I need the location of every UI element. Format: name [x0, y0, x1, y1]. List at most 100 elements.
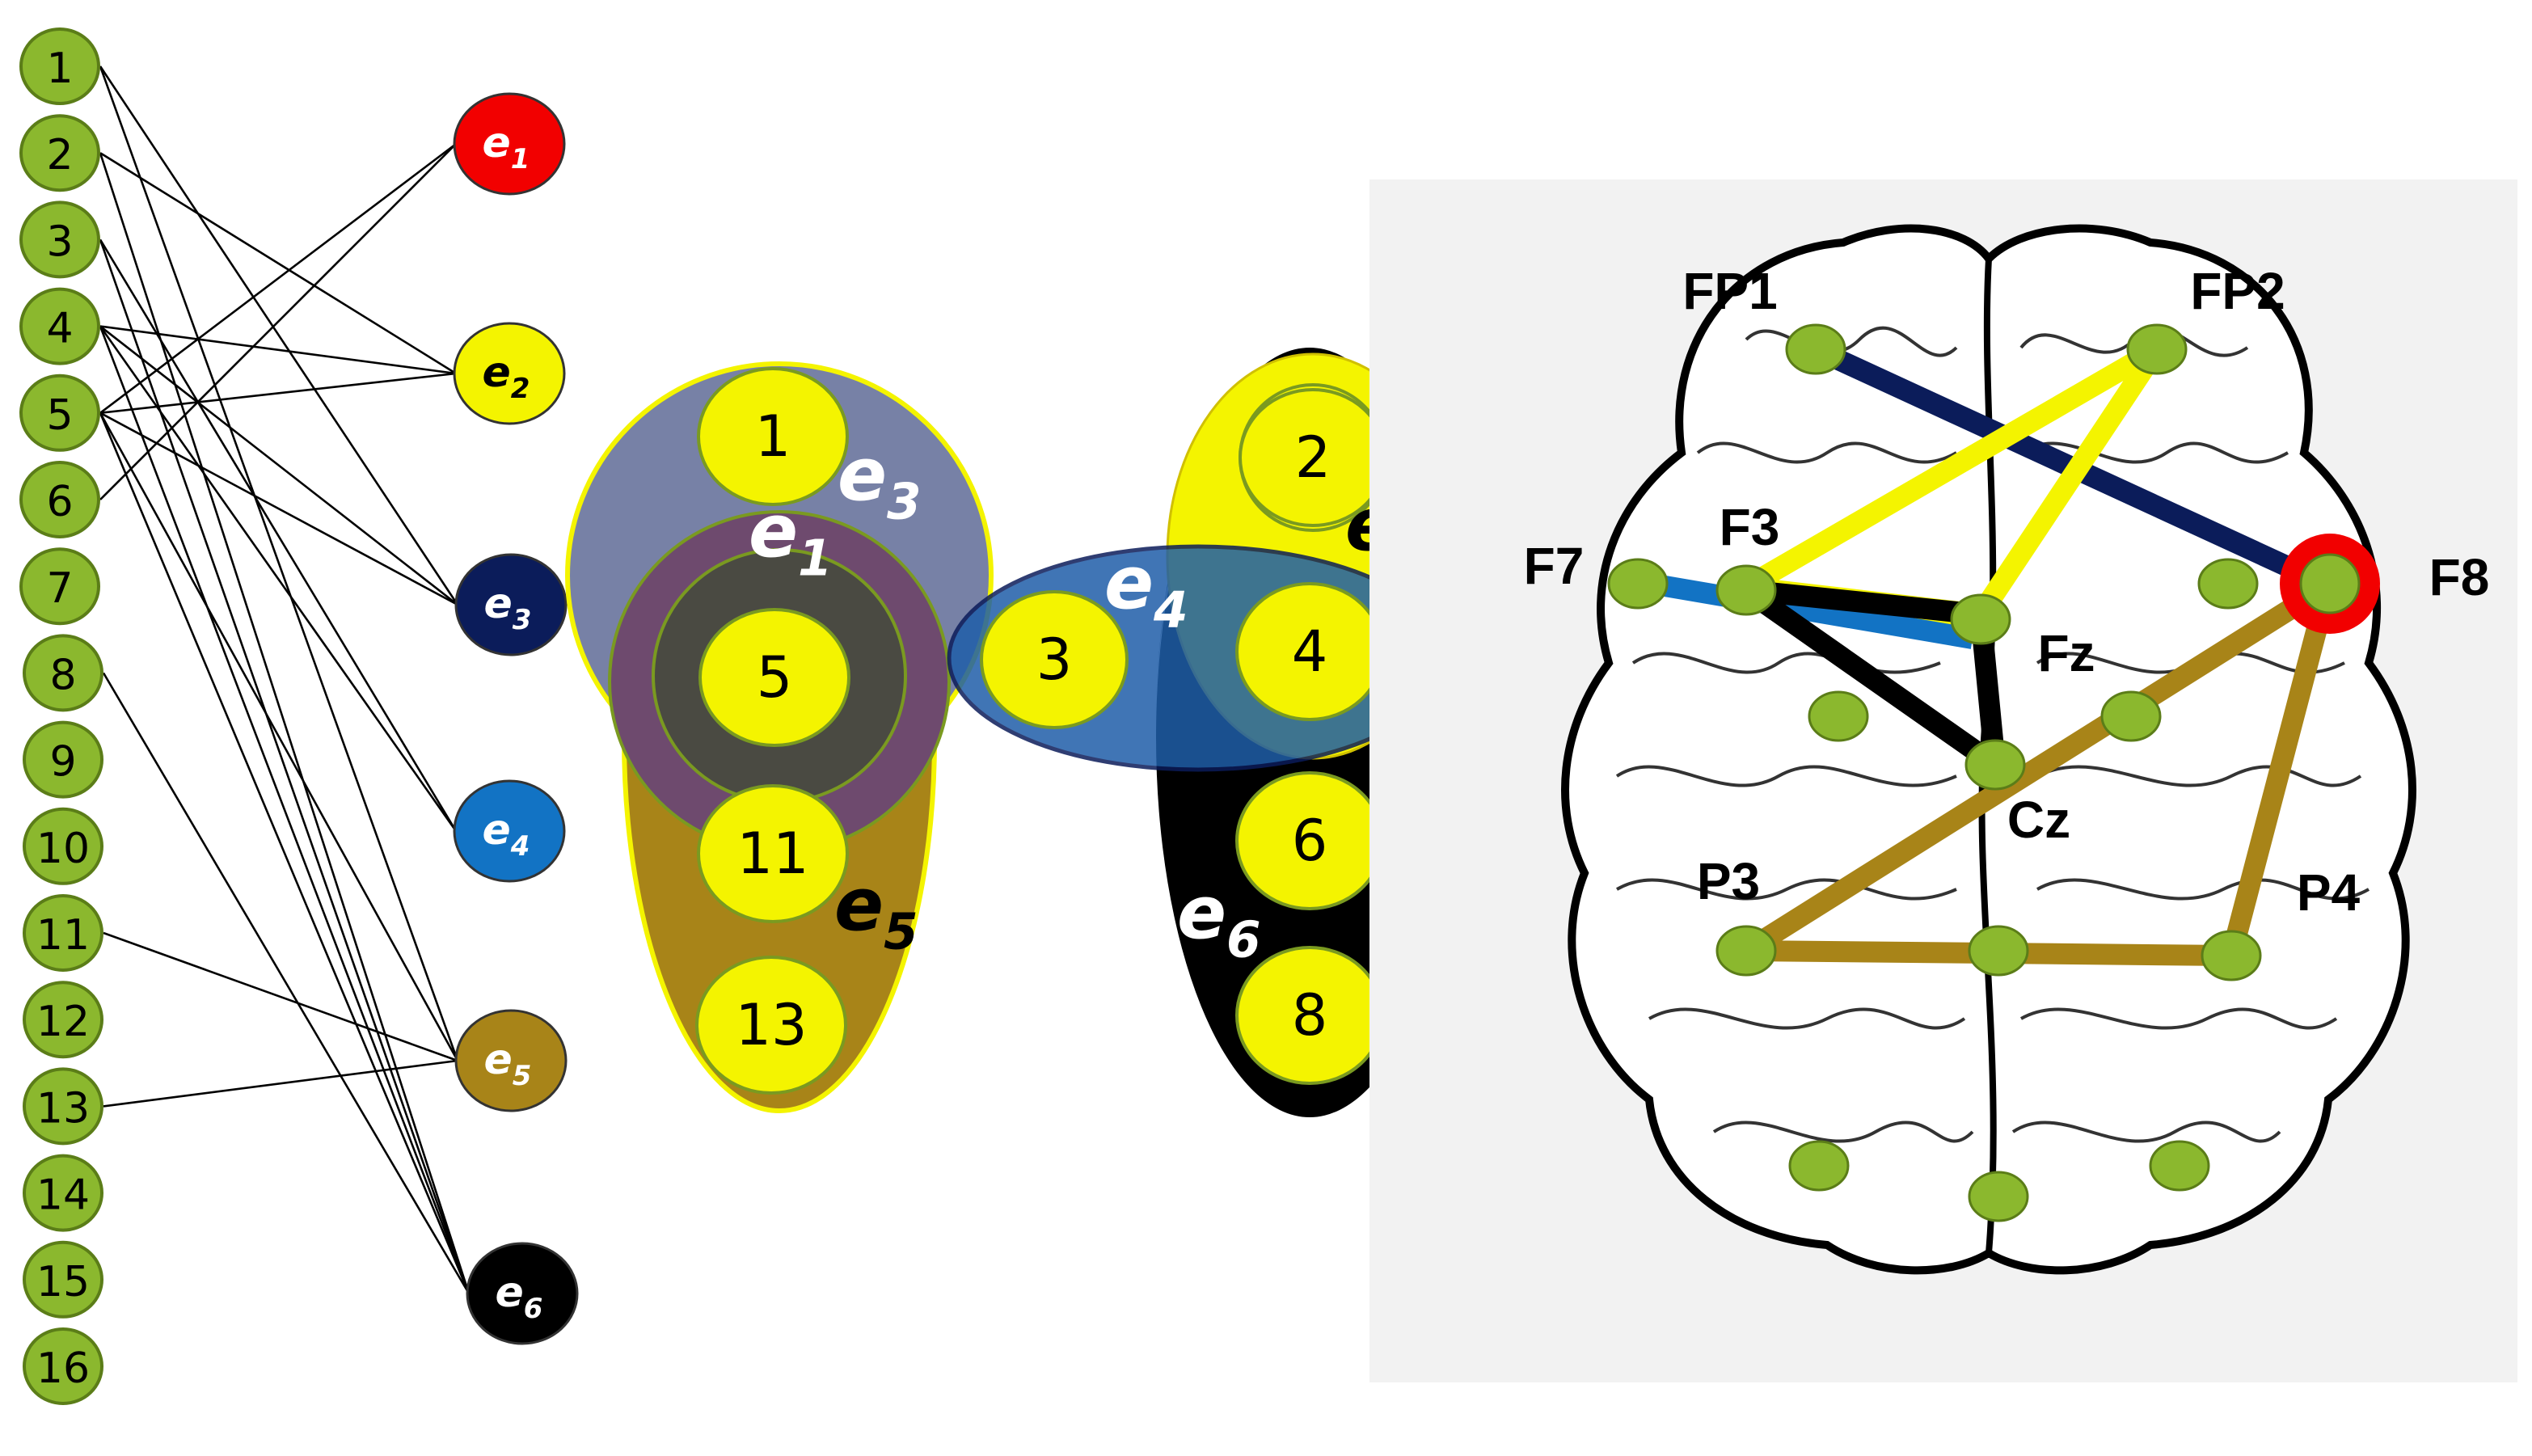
gyrus-line — [2011, 1120, 2281, 1143]
conn-f7-fz — [1639, 572, 1975, 649]
gyrus-line — [1696, 441, 1957, 464]
vertex-node: 8 — [23, 634, 103, 712]
vertex-node: 12 — [23, 981, 103, 1059]
vertex-node: 10 — [23, 807, 103, 885]
venn-right-node: 6 — [1235, 771, 1384, 910]
incidence-line — [99, 143, 457, 500]
venn-node-label: 2 — [1295, 424, 1331, 491]
venn-node-label: 4 — [1292, 618, 1328, 685]
hyperedge-circle — [453, 322, 566, 425]
venn-node-circle — [695, 956, 847, 1095]
vertex-circle — [23, 634, 103, 712]
vertex-node: 9 — [23, 720, 103, 799]
vertex-circle — [23, 981, 103, 1059]
vertex-circle — [23, 1067, 103, 1146]
gyrus-line — [2020, 1007, 2338, 1030]
vertex-circle — [19, 373, 100, 452]
incidence-line — [99, 152, 457, 375]
gyrus-line — [1616, 878, 1957, 901]
incidence-line — [99, 326, 471, 1294]
hyperedge-circle — [454, 1009, 568, 1112]
electrode-p4 — [2201, 930, 2262, 981]
hyperedge-node-e4: e4 — [453, 779, 566, 883]
hyperedge-node-e5: e5 — [454, 1009, 568, 1112]
electrode-p3 — [1715, 925, 1777, 977]
incidence-line — [99, 372, 457, 415]
vertex-label: 12 — [36, 998, 90, 1046]
vertex-label: 7 — [46, 564, 73, 613]
vertex-node: 16 — [23, 1327, 103, 1405]
incidence-line — [99, 412, 471, 1294]
hyperedge-node-e3: e3 — [454, 553, 568, 656]
brain-illustration: FP1 FP2 F7 F3 Fz F8 Cz P3 P4 — [1369, 179, 2517, 1382]
vertex-circle — [23, 894, 103, 972]
vertex-circle — [19, 461, 100, 538]
venn-node-label: 5 — [757, 644, 793, 711]
label-f7: F7 — [1524, 537, 1585, 595]
electrodes — [1607, 323, 2380, 1222]
venn-node-label: 1 — [755, 403, 791, 470]
incidence-line — [99, 238, 458, 832]
incidence-line — [103, 931, 458, 1062]
electrode-f7 — [1607, 558, 1669, 610]
incidence-line — [103, 1059, 458, 1108]
electrode-fz — [1950, 593, 2011, 645]
vertex-label: 9 — [49, 738, 76, 787]
incidence-line — [99, 325, 458, 832]
vertex-circle — [23, 720, 103, 799]
hyperedge-circle — [453, 779, 566, 883]
venn-right-node: 8 — [1235, 946, 1384, 1085]
venn-node-label: 3 — [1036, 627, 1073, 693]
vertex-label: 11 — [36, 911, 90, 960]
venn-right-nodes: 2 3 4 6 8 — [980, 388, 1387, 1085]
venn-right-node: 3 — [980, 590, 1129, 729]
hyperedge-label: e6 — [496, 1268, 543, 1325]
vertex-label: 16 — [36, 1344, 90, 1393]
incidence-line — [102, 672, 471, 1294]
hyperedge-label: e2 — [483, 348, 530, 405]
venn-right-node: 4 — [1235, 582, 1384, 721]
electrode-fp1 — [1785, 323, 1846, 375]
vertex-label: 14 — [36, 1171, 90, 1220]
incidence-line — [99, 65, 459, 606]
venn-left-node: 13 — [695, 956, 847, 1095]
vertex-label: 3 — [46, 217, 73, 266]
electrode-labels: FP1 FP2 F7 F3 Fz F8 Cz P3 P4 — [1524, 262, 2490, 922]
vertex-node: 15 — [23, 1240, 103, 1319]
venn-left-node: 5 — [698, 608, 850, 747]
label-p4: P4 — [2297, 863, 2361, 922]
vertex-circle — [19, 200, 100, 279]
incidence-line — [99, 325, 457, 375]
label-f3: F3 — [1720, 498, 1780, 556]
vertex-circle — [23, 1327, 103, 1405]
electrode-c3 — [1808, 690, 1869, 742]
vertex-label: 1 — [46, 44, 73, 93]
label-fp2: FP2 — [2190, 262, 2285, 320]
electrode-oz — [1968, 1171, 2029, 1222]
incidence-line — [99, 411, 458, 606]
gyrus-line — [2036, 765, 2362, 787]
electrode-c4 — [2100, 690, 2162, 742]
label-f8: F8 — [2429, 548, 2490, 606]
gyrus-line — [1648, 1007, 1966, 1030]
venn-left-nodes: 1 5 11 13 — [695, 367, 850, 1095]
vertex-node: 14 — [23, 1154, 103, 1232]
venn-left-node: 11 — [697, 784, 849, 923]
vertex-circle — [19, 547, 100, 626]
vertex-label: 8 — [49, 651, 76, 699]
gyrus-line — [1712, 1120, 1974, 1143]
incidence-line — [99, 412, 459, 1061]
vertex-node: 4 — [19, 287, 100, 365]
hyperedge-circle — [454, 553, 568, 656]
venn-node-circle — [980, 590, 1129, 729]
incidence-line — [99, 142, 457, 414]
vertex-node: 5 — [19, 373, 100, 452]
venn-node-label: 13 — [735, 992, 807, 1058]
vertex-circle — [23, 1240, 103, 1319]
